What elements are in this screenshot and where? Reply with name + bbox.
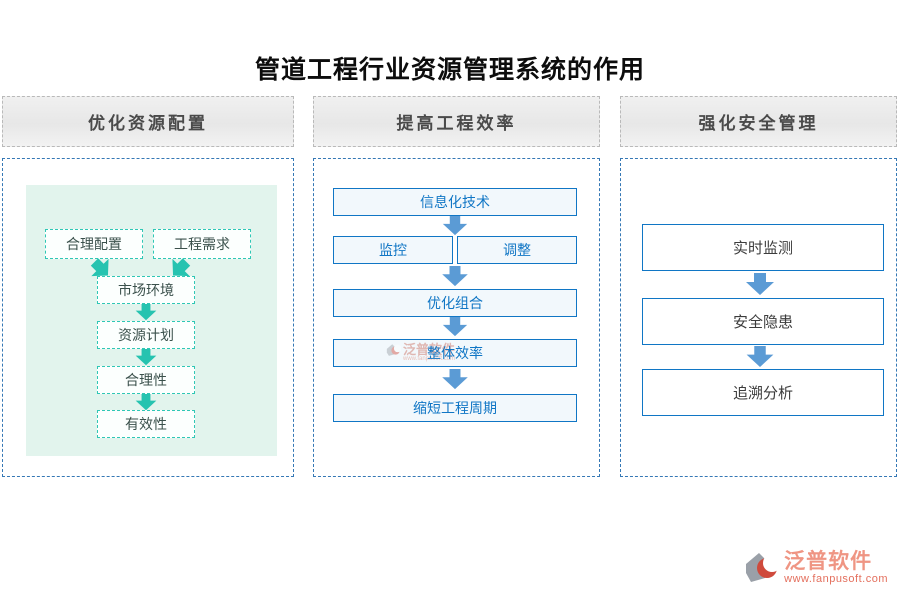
logo-url-text: www.fanpusoft.com	[784, 573, 888, 585]
flow-node: 有效性	[97, 410, 195, 438]
flow-node: 实时监测	[642, 224, 884, 271]
arrow-down-icon	[133, 304, 159, 321]
flow-node-label: 资源计划	[118, 327, 174, 343]
arrow-down-icon	[440, 369, 470, 390]
flow-node-label: 优化组合	[427, 295, 483, 311]
flow-node-label: 监控	[379, 242, 407, 258]
flow-node-label: 合理性	[125, 372, 167, 388]
flow-node-label: 工程需求	[174, 236, 230, 252]
arrow-down-icon	[745, 273, 775, 296]
arrow-down-icon	[133, 394, 159, 411]
flow-node: 优化组合	[333, 289, 577, 317]
section-header-safety: 强化安全管理	[620, 96, 897, 147]
section-body-safety: 实时监测 安全隐患 追溯分析	[620, 158, 897, 477]
flow-node-label: 缩短工程周期	[413, 400, 497, 416]
watermark-logo-icon	[386, 344, 401, 356]
section-header-efficiency: 提高工程效率	[313, 96, 600, 147]
flow-node-label: 有效性	[125, 416, 167, 432]
flow-node-label: 实时监测	[732, 240, 793, 257]
section-header-label: 强化安全管理	[698, 114, 819, 133]
flow-node: 调整	[457, 236, 577, 264]
section-header-label: 提高工程效率	[396, 114, 517, 133]
flow-node: 合理配置	[45, 229, 143, 259]
flow-node-label: 调整	[503, 242, 531, 258]
flow-node: 泛普软件 www.fanpusoft.com 整体效率	[333, 339, 577, 367]
flow-node-label: 合理配置	[66, 236, 122, 252]
section-body-resource-allocation: 合理配置 工程需求 市场环境 资源计划 合理性 有效性	[2, 158, 294, 477]
fanpu-logo: 泛普软件 www.fanpusoft.com	[744, 550, 888, 586]
section-header-label: 优化资源配置	[88, 114, 208, 133]
flow-node: 市场环境	[97, 276, 195, 304]
flow-node: 合理性	[97, 366, 195, 394]
flow-node: 监控	[333, 236, 453, 264]
fanpu-logo-icon	[746, 553, 781, 582]
page-title: 管道工程行业资源管理系统的作用	[254, 57, 645, 84]
flow-node: 信息化技术	[333, 188, 577, 216]
flow-node-label: 信息化技术	[420, 194, 490, 210]
arrow-down-icon	[440, 317, 470, 337]
flow-node-label: 整体效率	[427, 345, 483, 361]
flow-node: 缩短工程周期	[333, 394, 577, 422]
flow-node-label: 追溯分析	[732, 385, 793, 402]
arrow-down-icon	[745, 346, 775, 368]
section-body-efficiency: 信息化技术 监控 调整 优化组合 泛普软件 www.fanpusoft.com …	[313, 158, 600, 477]
arrow-down-icon	[440, 216, 470, 236]
flow-node-label: 市场环境	[118, 282, 174, 298]
arrow-down-icon	[133, 349, 159, 366]
logo-brand-text: 泛普软件	[784, 549, 873, 573]
section-header-resource-allocation: 优化资源配置	[2, 96, 294, 147]
arrow-down-icon	[440, 266, 470, 287]
flow-node: 安全隐患	[642, 298, 884, 345]
flow-node: 追溯分析	[642, 369, 884, 416]
flow-node: 资源计划	[97, 321, 195, 349]
flow-node-label: 安全隐患	[732, 314, 793, 331]
flow-node: 工程需求	[153, 229, 251, 259]
